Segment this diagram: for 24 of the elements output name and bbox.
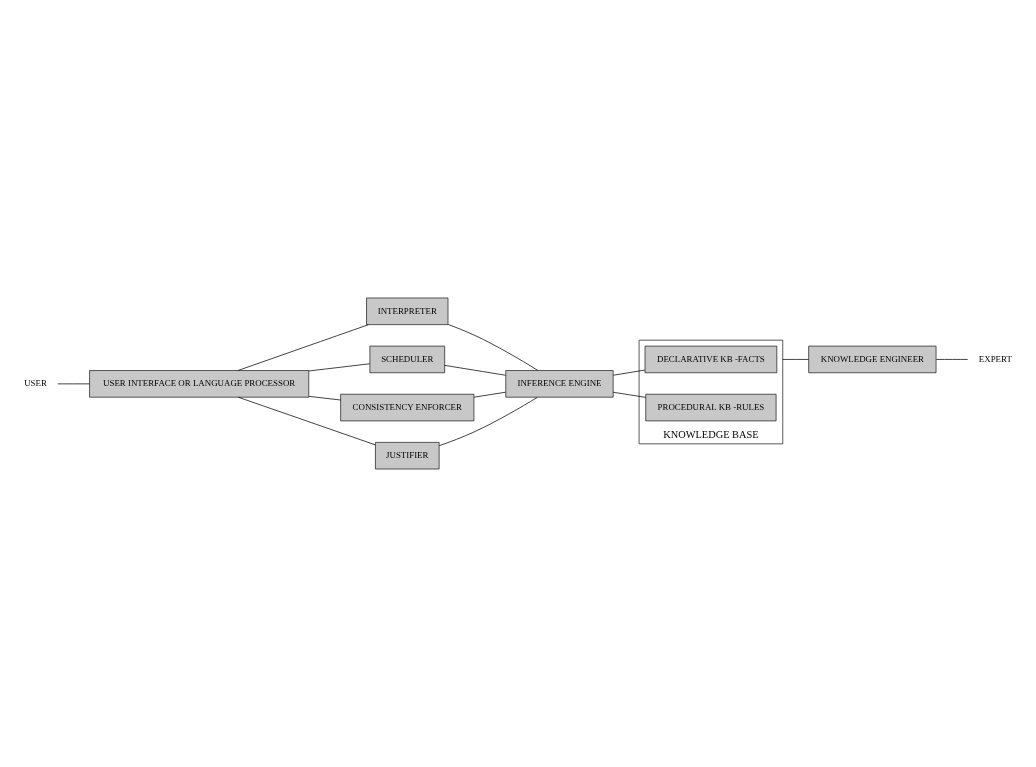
- connector: [444, 365, 506, 376]
- node-box: SCHEDULER: [369, 345, 446, 374]
- connector: [447, 324, 539, 371]
- node-box: INFERENCE ENGINE: [505, 370, 614, 398]
- node-box: DECLARATIVE KB -FACTS: [644, 345, 778, 374]
- node-box: KNOWLEDGE ENGINEER: [808, 345, 937, 374]
- connector: [438, 397, 538, 447]
- node-box: USER INTERFACE OR LANGUAGE PROCESSOR: [89, 370, 310, 398]
- node-box: INTERPRETER: [366, 297, 449, 325]
- connector: [782, 359, 809, 360]
- connector: [612, 391, 646, 398]
- connector: [308, 396, 341, 401]
- connector: [935, 359, 969, 360]
- connector: [237, 324, 369, 371]
- connector: [237, 396, 376, 446]
- node-text: USER: [24, 378, 47, 389]
- node-box: JUSTIFIER: [375, 442, 440, 470]
- connector: [308, 363, 371, 372]
- node-text: EXPERT: [978, 353, 1012, 364]
- connector: [57, 383, 90, 385]
- connector: [473, 391, 506, 398]
- node-box: PROCEDURAL KB -RULES: [645, 393, 777, 422]
- connector: [612, 369, 646, 376]
- node-box: CONSISTENCY ENFORCER: [340, 393, 475, 422]
